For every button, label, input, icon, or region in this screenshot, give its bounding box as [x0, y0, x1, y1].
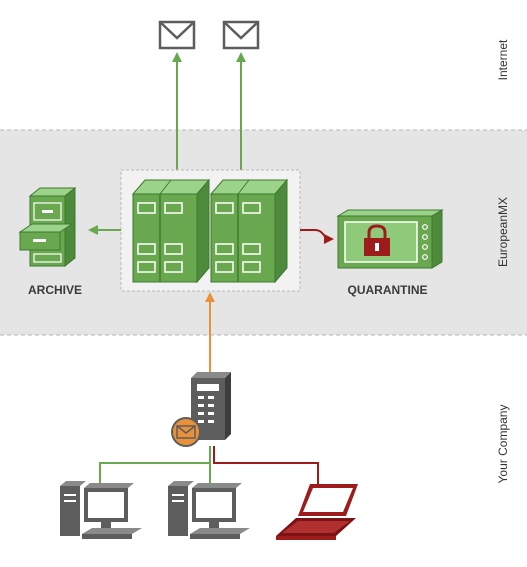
- envelope-icon: [222, 20, 260, 50]
- archive-label: ARCHIVE: [27, 283, 82, 297]
- server-rack-icon: [131, 178, 211, 284]
- zone-label-internet: Internet: [496, 39, 510, 81]
- quarantine-arrow: [300, 229, 334, 244]
- filing-cabinet-icon: [18, 186, 77, 268]
- zone-label-your-company: Your Company: [496, 404, 510, 484]
- laptop-icon: [276, 484, 358, 540]
- server-rack-icon: [209, 178, 289, 284]
- client-connection: [99, 446, 211, 488]
- quarantine-label: QUARANTINE: [347, 283, 428, 297]
- desktop-computer-icon: [60, 481, 142, 539]
- client-connection: [213, 446, 319, 484]
- desktop-computer-icon: [168, 481, 250, 539]
- mail-server-icon: [171, 372, 231, 447]
- envelope-icon: [158, 20, 196, 50]
- quarantine-lock-icon: [336, 209, 444, 269]
- zone-label-european-mx: EuropeanMX: [496, 196, 510, 268]
